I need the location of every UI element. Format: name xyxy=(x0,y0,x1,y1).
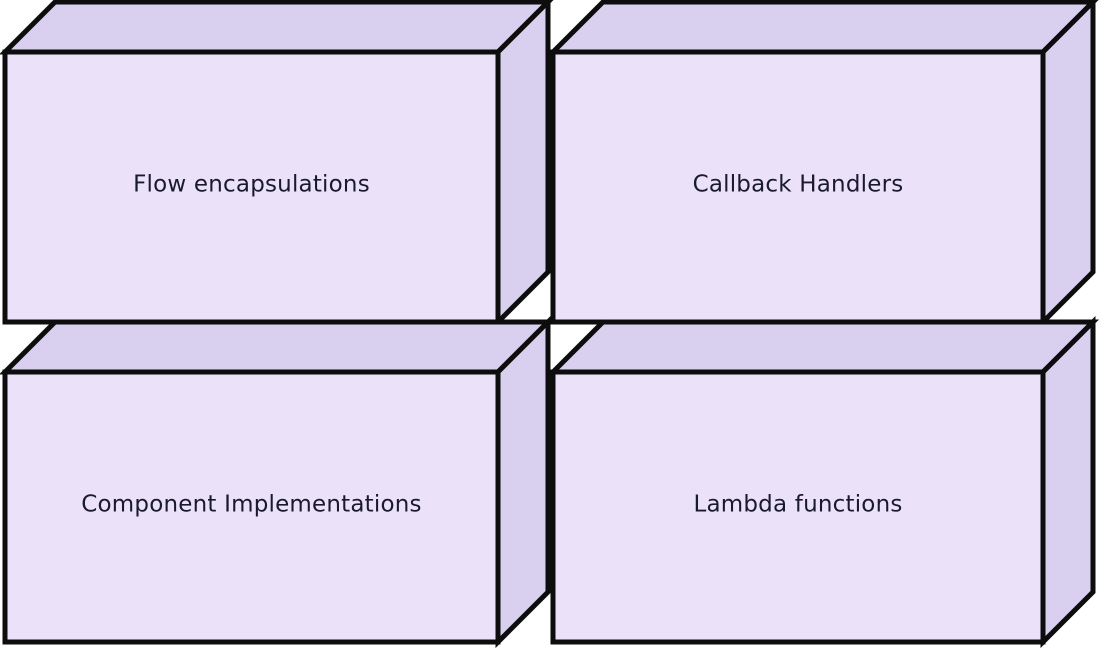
box-top-face xyxy=(546,319,1100,375)
box-front-face xyxy=(2,369,501,645)
box-front-face xyxy=(550,369,1046,645)
box-label: Component Implementations xyxy=(81,492,421,518)
box-label: Lambda functions xyxy=(693,492,902,518)
box-1[interactable]: Callback Handlers xyxy=(546,0,1099,329)
box-label: Callback Handlers xyxy=(693,172,904,198)
box-side-face xyxy=(495,315,551,648)
box-front-face xyxy=(2,49,501,325)
box-front-face xyxy=(550,49,1046,325)
box-2[interactable]: Component Implementations xyxy=(0,315,555,648)
box-top-face xyxy=(0,0,554,55)
box-top-face xyxy=(546,0,1099,55)
box-side-face xyxy=(1040,315,1096,648)
box-side-face xyxy=(495,0,551,329)
box-0[interactable]: Flow encapsulations xyxy=(0,0,554,329)
box-top-face xyxy=(0,319,555,375)
box-side-face xyxy=(1040,0,1096,329)
box-3[interactable]: Lambda functions xyxy=(546,315,1100,648)
box-label: Flow encapsulations xyxy=(133,172,370,198)
